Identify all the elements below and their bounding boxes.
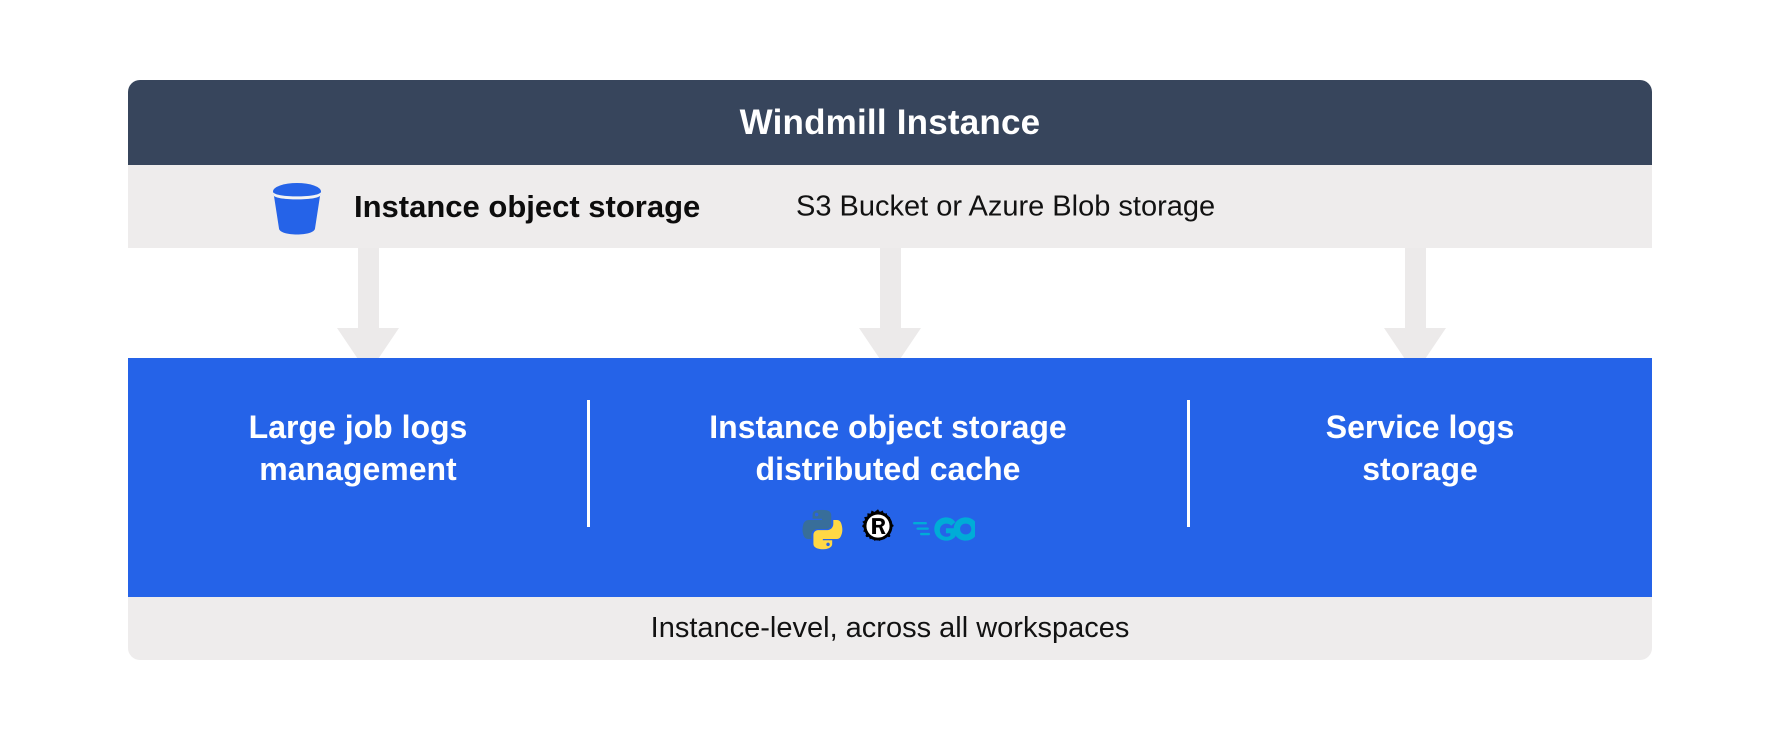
go-icon <box>913 512 978 551</box>
column-divider-2 <box>1187 400 1190 527</box>
column-divider-1 <box>587 400 590 527</box>
language-icons-row <box>801 508 978 555</box>
feature-large-job-logs: Large job logs management <box>128 358 588 597</box>
card-header: Windmill Instance <box>128 80 1652 165</box>
feature-distributed-cache: Instance object storage distributed cach… <box>588 358 1188 597</box>
arrow-shaft <box>358 248 379 330</box>
feature-label: Service logs storage <box>1325 409 1515 488</box>
connector-band <box>128 248 1652 374</box>
scope-label: Instance-level, across all workspaces <box>650 612 1130 644</box>
feature-label: Large job logs management <box>248 409 468 488</box>
scope-footer: Instance-level, across all workspaces <box>128 597 1652 660</box>
features-panel: Large job logs management Instance objec… <box>128 358 1652 597</box>
windmill-instance-card: Windmill Instance Instance object storag… <box>128 80 1652 660</box>
feature-label: Instance object storage distributed cach… <box>709 409 1067 488</box>
feature-service-logs-storage: Service logs storage <box>1188 358 1652 597</box>
storage-bucket-icon <box>266 176 328 238</box>
arrow-shaft <box>1405 248 1426 330</box>
rust-icon <box>857 508 899 555</box>
page-title: Windmill Instance <box>739 102 1041 142</box>
storage-backend-label: S3 Bucket or Azure Blob storage <box>796 190 1216 222</box>
python-icon <box>801 508 843 555</box>
instance-object-storage-strip: Instance object storage S3 Bucket or Azu… <box>128 165 1652 248</box>
arrow-shaft <box>880 248 901 330</box>
instance-object-storage-label: Instance object storage <box>354 188 701 224</box>
